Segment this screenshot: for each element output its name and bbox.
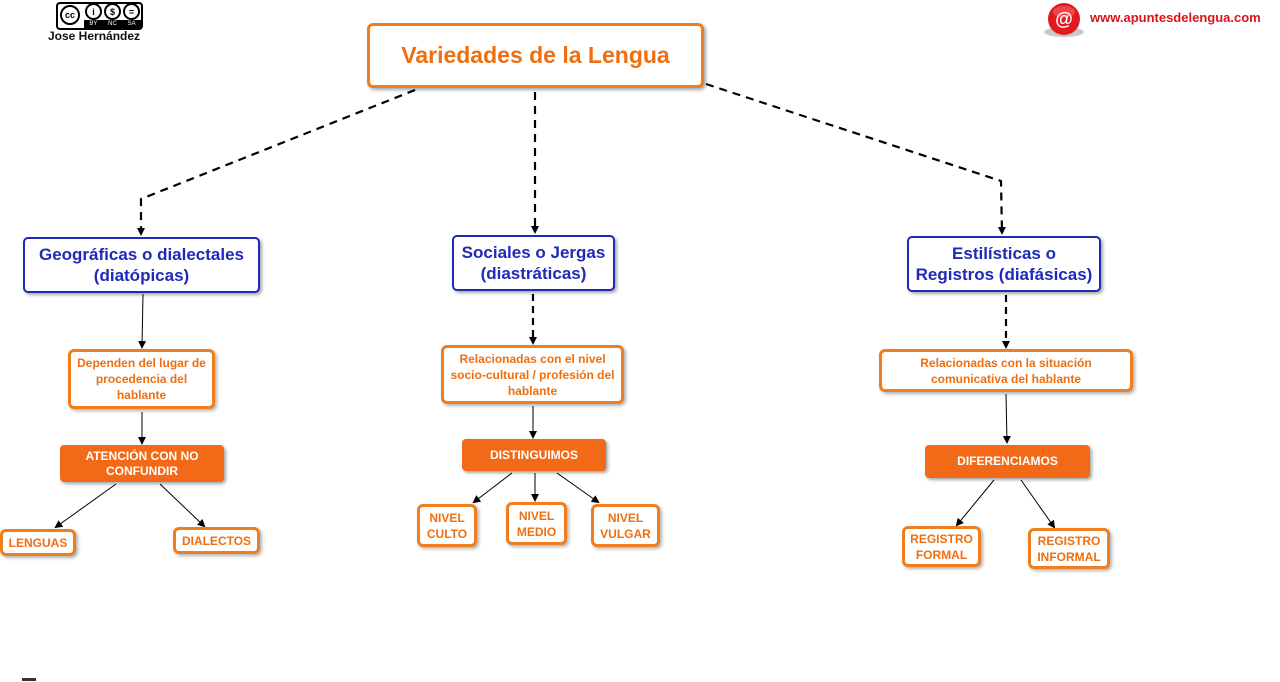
corner-mark bbox=[22, 678, 36, 681]
license-terms: BY NC SA bbox=[84, 20, 141, 28]
non-commercial-icon: $ bbox=[104, 4, 121, 20]
description-sociales: Relacionadas con el nivel socio-cultural… bbox=[441, 345, 624, 404]
connector-title-to-estilisticas bbox=[705, 82, 1006, 235]
leaf-nivel-medio: NIVEL MEDIO bbox=[506, 502, 567, 545]
category-estilisticas: Estilísticas o Registros (diafásicas) bbox=[907, 236, 1101, 292]
license-term-nc: NC bbox=[108, 21, 117, 27]
share-alike-icon: = bbox=[123, 4, 140, 20]
action-estilisticas: DIFERENCIAMOS bbox=[925, 445, 1090, 478]
creative-commons-badge-icon: cc i $ = BY NC SA bbox=[56, 2, 143, 30]
connector-geograficas-to-description bbox=[138, 293, 147, 349]
connector-action-to-formal bbox=[955, 479, 995, 527]
connector-action-to-lenguas bbox=[54, 483, 117, 529]
by-person-icon: i bbox=[85, 4, 102, 20]
leaf-nivel-vulgar: NIVEL VULGAR bbox=[591, 504, 660, 547]
leaf-lenguas: LENGUAS bbox=[0, 529, 76, 556]
connector-action-to-dialectos bbox=[159, 483, 206, 528]
connector-action-to-informal bbox=[1020, 479, 1056, 529]
at-sign-icon: @ bbox=[1044, 3, 1084, 37]
connector-action-to-culto bbox=[472, 472, 513, 504]
leaf-registro-informal: REGISTRO INFORMAL bbox=[1028, 528, 1110, 569]
leaf-dialectos: DIALECTOS bbox=[173, 527, 260, 554]
category-sociales: Sociales o Jergas (diastráticas) bbox=[452, 235, 615, 291]
diagram-title: Variedades de la Lengua bbox=[367, 23, 704, 88]
cc-circle-icon: cc bbox=[60, 5, 80, 25]
author-name: Jose Hernández bbox=[48, 29, 141, 43]
leaf-registro-formal: REGISTRO FORMAL bbox=[902, 526, 981, 567]
action-sociales: DISTINGUIMOS bbox=[462, 439, 606, 471]
connector-title-to-geograficas bbox=[137, 88, 416, 236]
description-estilisticas: Relacionadas con la situación comunicati… bbox=[879, 349, 1133, 392]
svg-text:@: @ bbox=[1055, 9, 1073, 29]
site-url-link[interactable]: www.apuntesdelengua.com bbox=[1090, 10, 1261, 25]
license-term-sa: SA bbox=[127, 21, 136, 27]
license-term-by: BY bbox=[89, 21, 98, 27]
description-geograficas: Dependen del lugar de procedencia del ha… bbox=[68, 349, 215, 409]
category-geograficas: Geográficas o dialectales (diatópicas) bbox=[23, 237, 260, 293]
connector-action-to-vulgar bbox=[556, 472, 600, 504]
leaf-nivel-culto: NIVEL CULTO bbox=[417, 504, 477, 547]
connector-est-description-to-action bbox=[1002, 393, 1011, 444]
action-geograficas: ATENCIÓN CON NO CONFUNDIR bbox=[60, 445, 224, 482]
